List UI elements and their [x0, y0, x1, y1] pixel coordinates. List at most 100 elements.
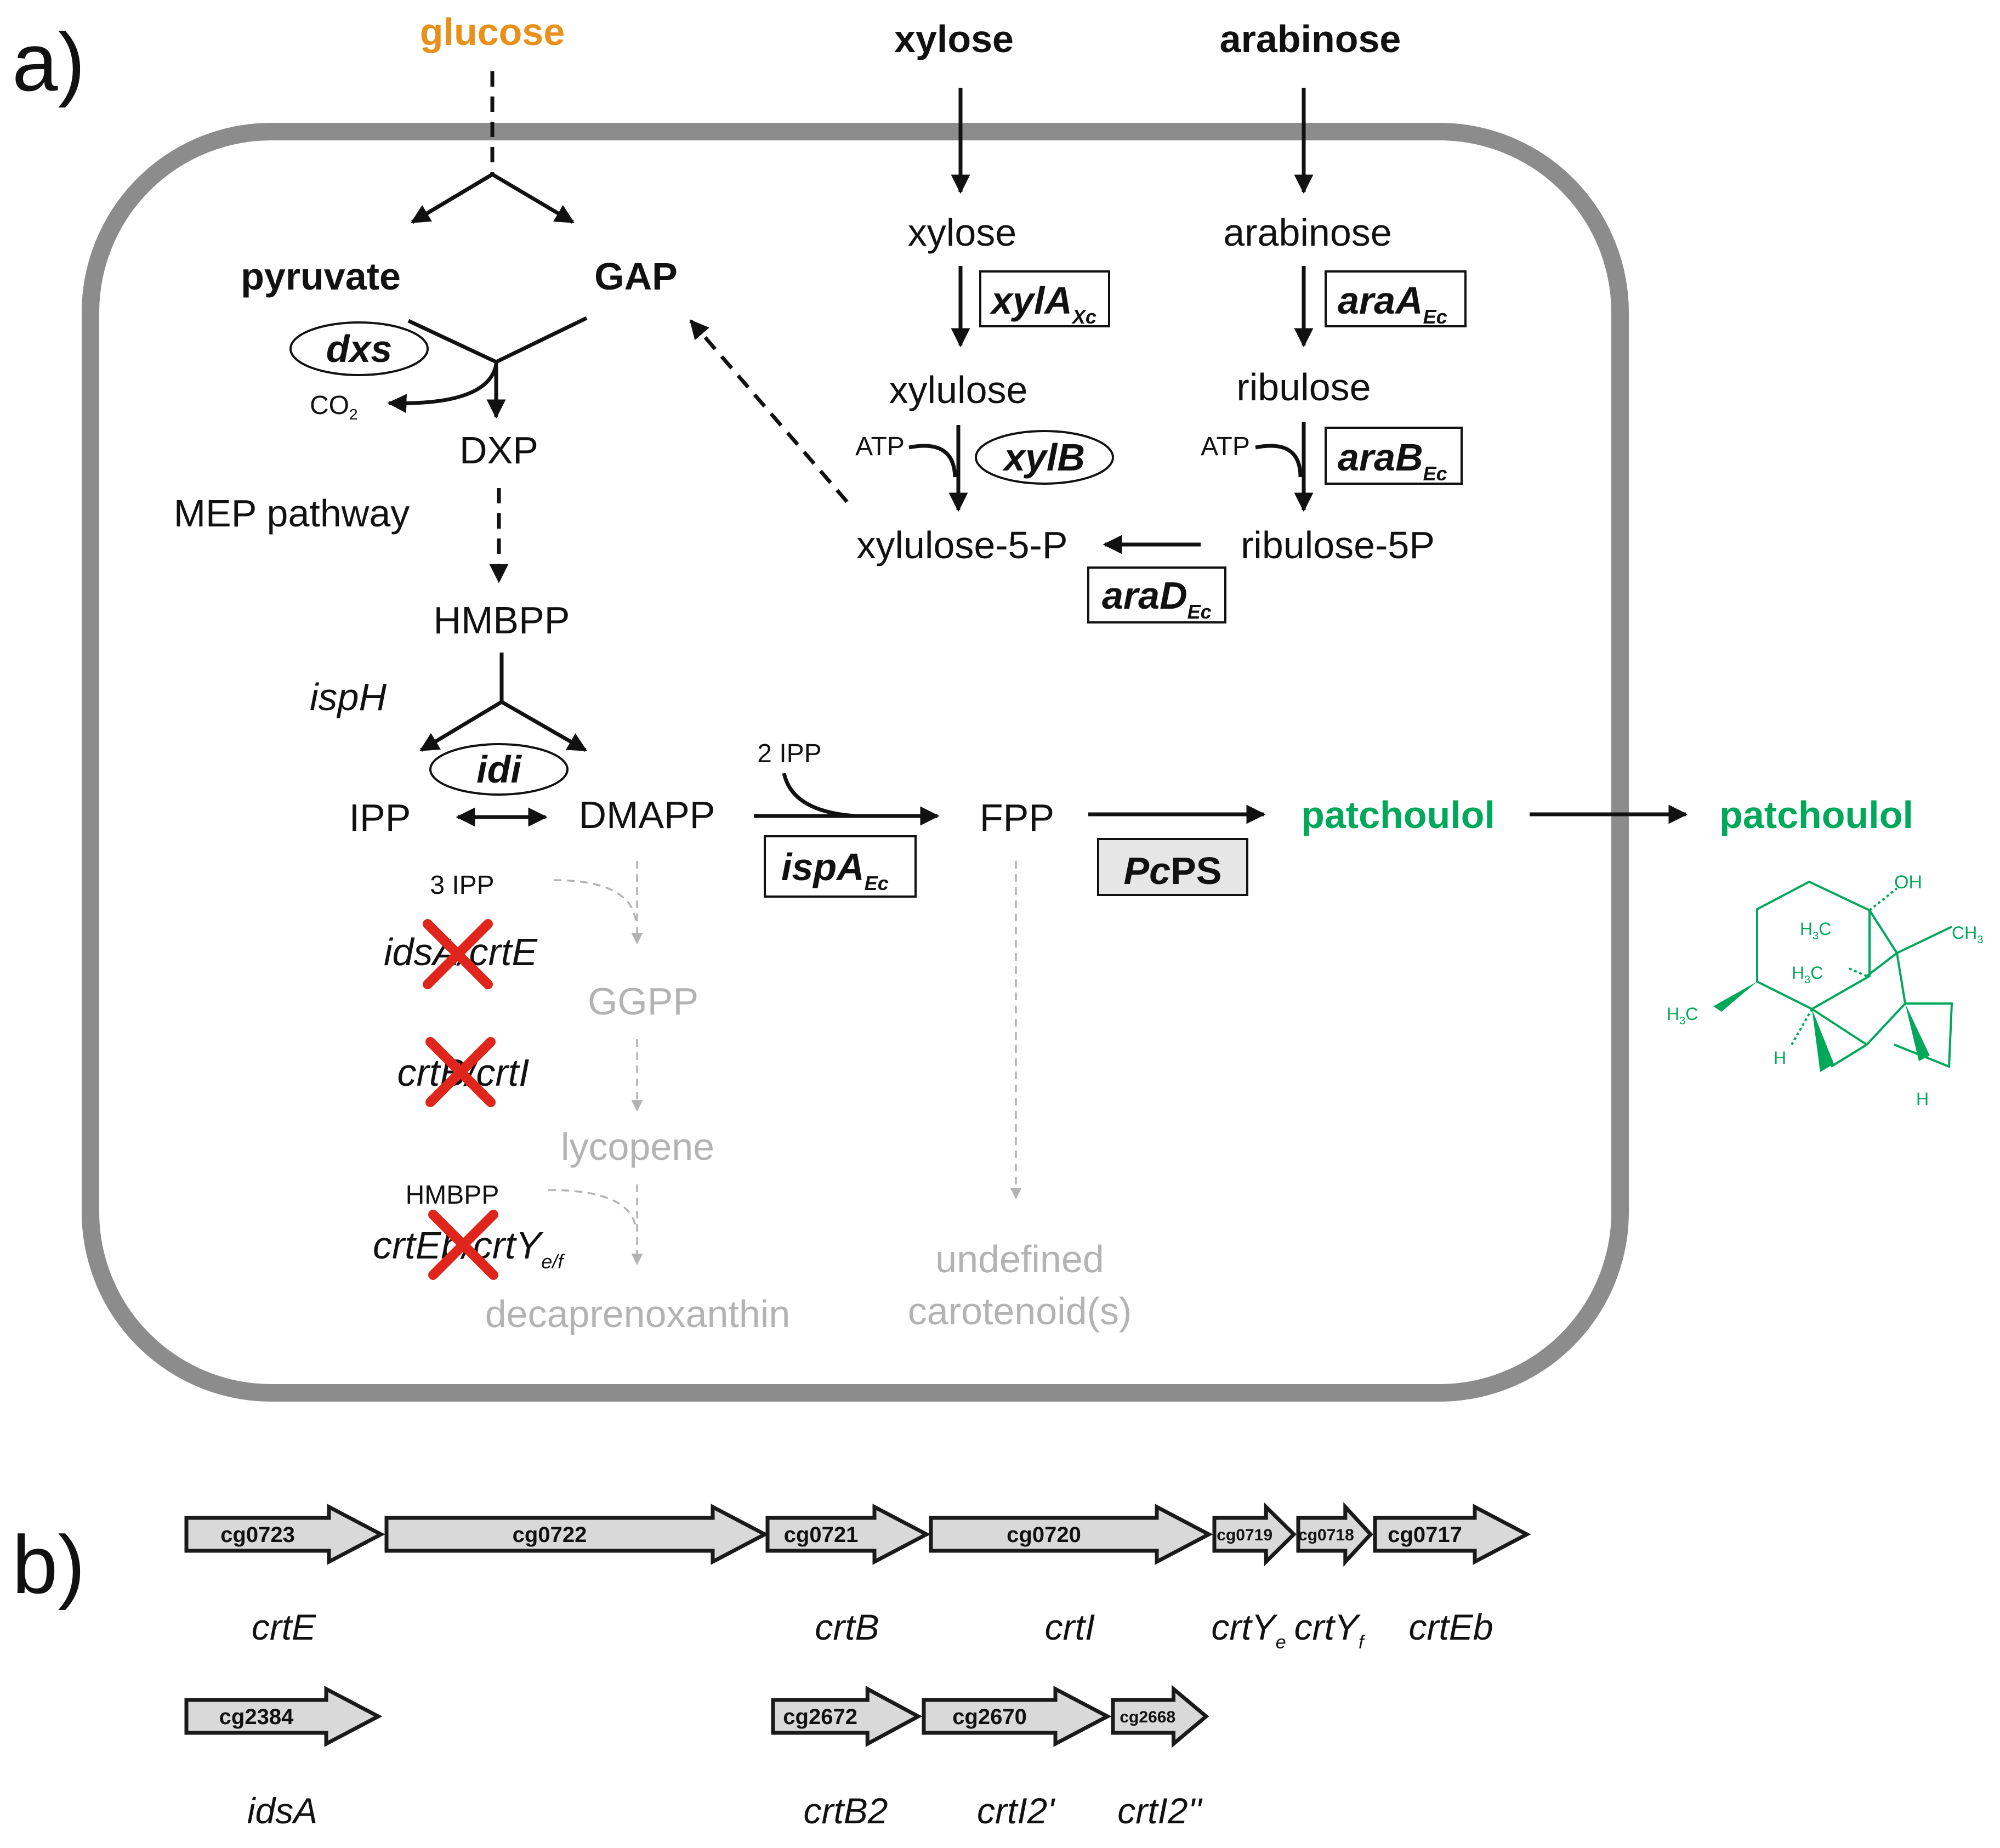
knockout-x-1 — [423, 919, 493, 989]
gene-arrow-cg0720 — [929, 1504, 1213, 1565]
knockout-x-2 — [425, 1037, 496, 1107]
three-ipp-label: 3 IPP — [430, 871, 494, 900]
gene-id-cg0721: cg0721 — [784, 1523, 859, 1547]
gene-id-cg2670: cg2670 — [952, 1705, 1027, 1729]
undefined-carotenoid-label-2: carotenoid(s) — [908, 1290, 1132, 1333]
ribulose-label: ribulose — [1236, 366, 1371, 409]
co2-release-arrow — [387, 364, 498, 413]
hmbpp-to-ipp-arrow — [419, 700, 503, 752]
gene-id-cg0722: cg0722 — [513, 1523, 587, 1547]
ggpp-label: GGPP — [588, 980, 698, 1023]
molecule-h-label-2: H — [1916, 1089, 1929, 1109]
gene-arrow-cg2384 — [184, 1686, 383, 1747]
idi-label: idi — [476, 748, 522, 791]
dxs-label: dxs — [326, 327, 393, 370]
xyla-label: xylAXc — [989, 279, 1096, 328]
lycopene-label: lycopene — [561, 1125, 714, 1168]
patchoulol-extracellular-label: patchoulol — [1719, 793, 1913, 836]
pyruvate-label: pyruvate — [241, 255, 401, 298]
atp-curve-xylb — [908, 444, 957, 478]
araa-label: araAEc — [1338, 279, 1447, 328]
pcps-label: PcPS — [1123, 849, 1221, 892]
gene-name-cg0717: crtEb — [1408, 1607, 1493, 1647]
molecule-ch3-label: CH3 — [1952, 923, 1983, 946]
gene-id-cg2672: cg2672 — [783, 1705, 857, 1729]
molecule-h3c-label-c: H3C — [1667, 1004, 1698, 1027]
dxs-reaction-lines — [407, 316, 588, 364]
arad-box — [1087, 566, 1226, 623]
hmbpp-label: HMBPP — [434, 599, 570, 642]
glucose-split-arrow — [411, 172, 573, 222]
mep-pathway-label: MEP pathway — [174, 492, 410, 535]
dxp-label: DXP — [459, 429, 538, 472]
fpp-label: FPP — [980, 796, 1054, 839]
gene-id-cg0723: cg0723 — [220, 1523, 295, 1547]
gene-arrow-cg0722 — [384, 1504, 769, 1565]
isph-label: ispH — [310, 676, 387, 718]
gene-name-cg0720: crtI — [1045, 1607, 1095, 1647]
araa-box — [1325, 270, 1467, 327]
xylose-label: xylose — [908, 211, 1016, 254]
atp-curve-arab — [1255, 444, 1303, 478]
hmbpp-grey-curve — [548, 1189, 637, 1229]
ipp-label: IPP — [349, 796, 411, 839]
hmbpp-to-dmapp-arrow — [501, 700, 588, 752]
gene-arrow-cg0719 — [1212, 1502, 1297, 1567]
gene-id-cg0718: cg0718 — [1298, 1526, 1354, 1544]
hmbpp-grey-label: HMBPP — [406, 1181, 499, 1210]
idi-ellipse — [429, 743, 569, 796]
cell-membrane — [82, 123, 1629, 1402]
two-ipp-curve — [782, 773, 856, 818]
two-ipp-label: 2 IPP — [757, 739, 821, 768]
gene-id-cg0719: cg0719 — [1217, 1526, 1272, 1544]
gene-name-cg2672: crtB2 — [803, 1790, 888, 1831]
xyla-box — [979, 270, 1110, 327]
gap-label: GAP — [594, 255, 678, 298]
patchoulol-structure — [1713, 880, 1953, 1072]
arab-label: araBEc — [1338, 436, 1447, 485]
dmapp-label: DMAPP — [579, 793, 715, 836]
three-ipp-curve — [553, 879, 637, 922]
gene-name-cg0719: crtYe — [1211, 1607, 1286, 1653]
arabinose-label: arabinose — [1223, 211, 1391, 254]
atp-label-arab: ATP — [1201, 432, 1250, 461]
xylulose-label: xylulose — [889, 369, 1028, 411]
gene-id-cg2384: cg2384 — [219, 1705, 294, 1729]
glucose-label: glucose — [420, 10, 565, 53]
gene-arrow-cg2668 — [1111, 1685, 1209, 1748]
gene-name-cg0721: crtB — [815, 1607, 879, 1647]
gene-name-cg2670: crtI2' — [977, 1790, 1055, 1831]
pcps-box — [1097, 838, 1248, 896]
gene-id-cg0717: cg0717 — [1388, 1523, 1462, 1547]
molecule-h-label-1: H — [1774, 1048, 1786, 1068]
molecule-h3c-label-a: H3C — [1800, 919, 1831, 942]
arad-label: araDEc — [1102, 574, 1212, 623]
arab-box — [1325, 427, 1463, 485]
gene-arrow-cg0718 — [1296, 1502, 1373, 1567]
patchoulol-intracellular-label: patchoulol — [1301, 793, 1495, 836]
molecule-oh-label: OH — [1894, 872, 1922, 893]
knockout-x-3 — [428, 1210, 498, 1280]
gene-name-cg2384: idsA — [247, 1790, 317, 1831]
xylb-ellipse — [975, 430, 1114, 485]
xylb-label: xylB — [1002, 436, 1085, 479]
gene-arrow-cg0721 — [765, 1504, 931, 1565]
x5p-to-gap-arrow — [689, 319, 849, 503]
ispa-label: ispAEc — [781, 846, 889, 894]
molecule-h3c-label-b: H3C — [1792, 963, 1823, 986]
decaprenoxanthin-label: decaprenoxanthin — [485, 1293, 791, 1335]
gene-id-cg2668: cg2668 — [1120, 1708, 1175, 1726]
gene-name-cg0723: crtE — [252, 1607, 316, 1647]
atp-label-xylb: ATP — [855, 432, 905, 461]
ribulose-5p-label: ribulose-5P — [1241, 524, 1435, 566]
gene-arrow-cg0723 — [184, 1504, 385, 1565]
xylose-external-label: xylose — [894, 18, 1014, 60]
arabinose-external-label: arabinose — [1220, 18, 1401, 60]
gene-name-cg0718: crtYf — [1294, 1607, 1366, 1653]
gene-arrow-cg2672 — [771, 1686, 923, 1747]
ispa-box — [764, 835, 917, 898]
undefined-carotenoid-label-1: undefined — [935, 1238, 1104, 1280]
co2-label: CO2 — [310, 391, 358, 423]
